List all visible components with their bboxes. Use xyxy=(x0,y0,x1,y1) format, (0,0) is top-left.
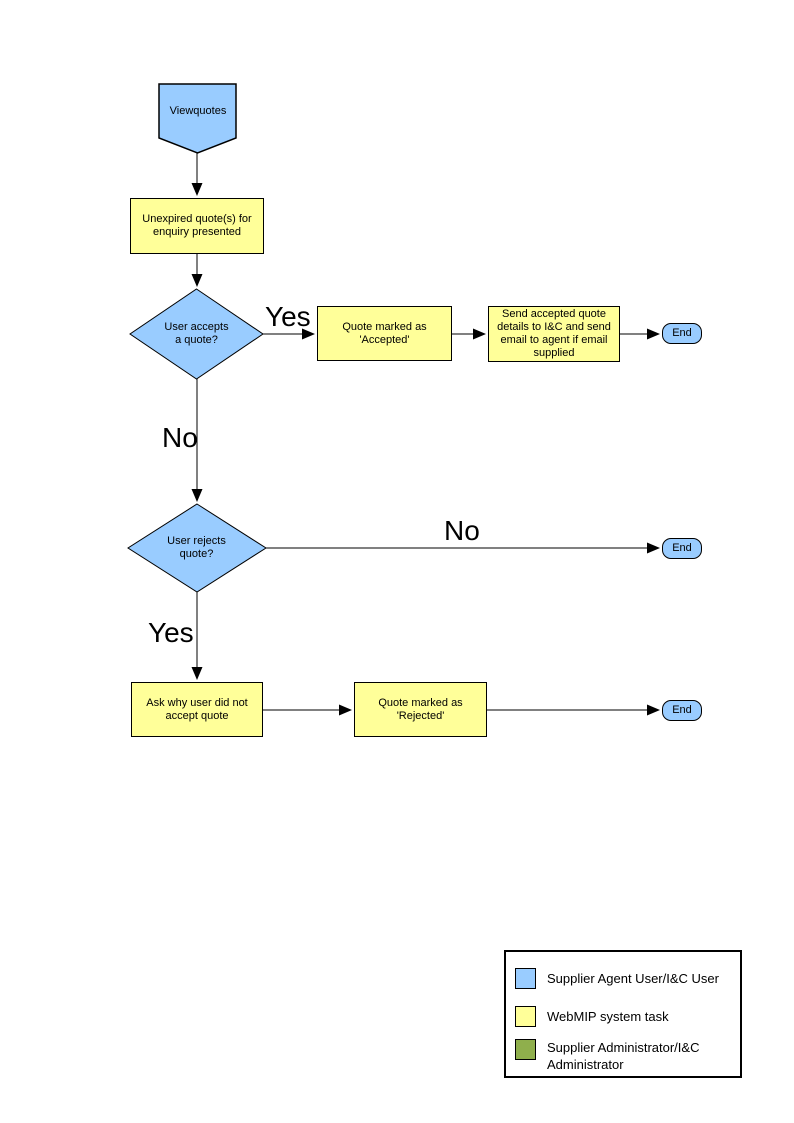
start-node-label: Viewquotes xyxy=(169,104,227,117)
legend-label: WebMIP system task xyxy=(547,1009,669,1024)
end-terminator-3: End xyxy=(662,700,702,721)
edge-label-reject-no: No xyxy=(444,515,480,546)
legend-item-supplier-admin: Supplier Administrator/I&C Administrator xyxy=(515,1039,699,1073)
legend-swatch-blue xyxy=(515,968,536,989)
end-terminator-1: End xyxy=(662,323,702,344)
decision-accepts-label: User accepts a quote? xyxy=(164,321,229,346)
legend-item-webmip-task: WebMIP system task xyxy=(515,1006,669,1027)
edge-label-accept-no: No xyxy=(162,422,198,453)
legend-label: Supplier Agent User/I&C User xyxy=(547,971,719,986)
legend-swatch-green xyxy=(515,1039,536,1060)
legend-swatch-yellow xyxy=(515,1006,536,1027)
legend-label: Supplier Administrator/I&C Administrator xyxy=(547,1040,700,1072)
task-quote-accepted: Quote marked as 'Accepted' xyxy=(317,306,452,361)
start-shape xyxy=(158,83,237,154)
task-send-details: Send accepted quote details to I&C and s… xyxy=(488,306,620,362)
decision-rejects-label: User rejects quote? xyxy=(167,535,226,560)
end-terminator-2: End xyxy=(662,538,702,559)
task-ask-why: Ask why user did not accept quote xyxy=(131,682,263,737)
edge-label-accept-yes: Yes xyxy=(265,301,311,332)
legend: Supplier Agent User/I&C User WebMIP syst… xyxy=(504,950,742,1078)
legend-item-supplier-agent: Supplier Agent User/I&C User xyxy=(515,968,719,989)
task-quote-rejected: Quote marked as 'Rejected' xyxy=(354,682,487,737)
task-unexpired-quotes: Unexpired quote(s) for enquiry presented xyxy=(130,198,264,254)
edge-label-reject-yes: Yes xyxy=(148,617,194,648)
